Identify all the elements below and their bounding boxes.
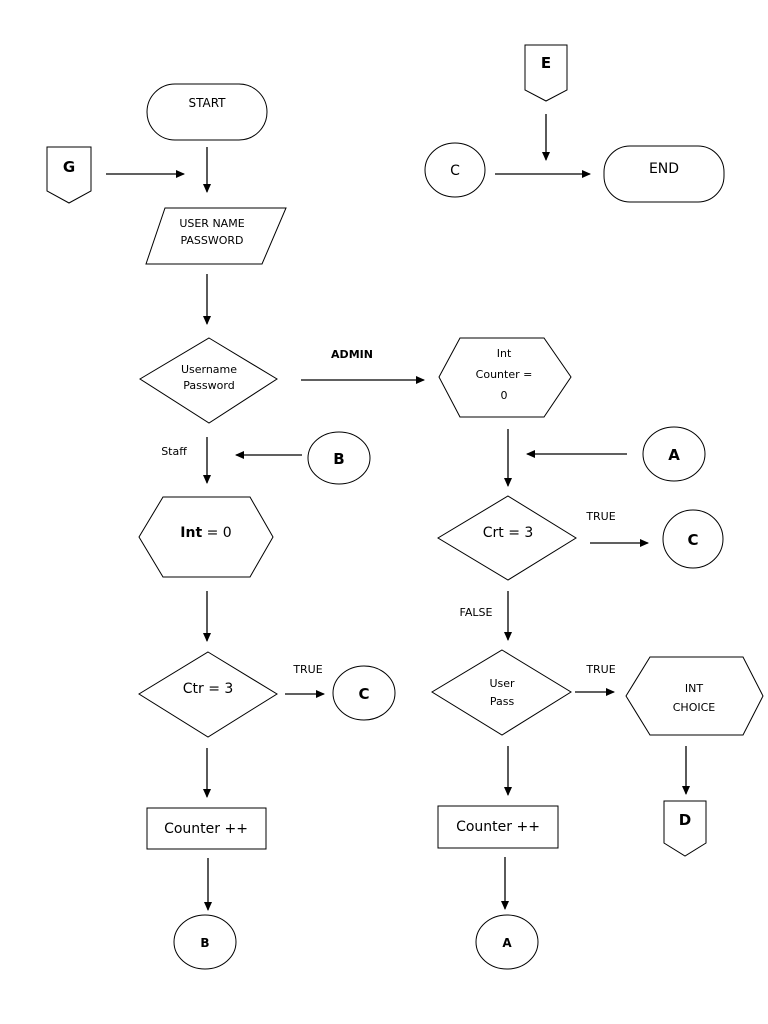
connector-g-label: G bbox=[63, 158, 75, 176]
decision-user-pass[interactable]: User Pass bbox=[431, 649, 572, 736]
decision-userpass-line-2: Pass bbox=[490, 695, 515, 708]
init-staff-label-rest: = 0 bbox=[202, 525, 232, 541]
connector-e-label: E bbox=[541, 54, 551, 72]
connector-c-end-label: C bbox=[450, 163, 460, 179]
process-counter-admin-label: Counter ++ bbox=[456, 819, 540, 835]
edge-label-true-userpass: TRUE bbox=[585, 663, 615, 676]
edge-label-false-crt: FALSE bbox=[460, 606, 493, 619]
offpage-connector-d[interactable]: D bbox=[663, 800, 707, 857]
connector-d-label: D bbox=[679, 811, 691, 829]
connector-c-admin[interactable]: C bbox=[662, 509, 724, 569]
decision-role-line-1: Username bbox=[181, 363, 237, 376]
connector-c-admin-label: C bbox=[687, 531, 698, 549]
admin-init-line-1: Int bbox=[497, 347, 512, 360]
connector-a-out[interactable]: A bbox=[475, 914, 539, 970]
input-line-2: PASSWORD bbox=[180, 234, 243, 247]
init-staff[interactable]: Int = 0 bbox=[138, 496, 274, 578]
edge-label-true-ctr: TRUE bbox=[292, 663, 322, 676]
input-credentials[interactable]: USER NAME PASSWORD bbox=[145, 207, 287, 265]
input-line-1: USER NAME bbox=[179, 217, 244, 230]
connector-b-in-label: B bbox=[333, 450, 344, 468]
process-counter-admin[interactable]: Counter ++ bbox=[437, 805, 559, 849]
init-staff-label-bold: Int bbox=[180, 525, 202, 541]
edge-label-admin: ADMIN bbox=[331, 348, 373, 361]
decision-crt[interactable]: Crt = 3 bbox=[437, 495, 577, 581]
decision-userpass-line-1: User bbox=[489, 677, 515, 690]
start-label: START bbox=[188, 96, 226, 110]
edge-label-staff: Staff bbox=[161, 445, 187, 458]
connector-b-in[interactable]: B bbox=[307, 431, 371, 485]
connector-a-out-label: A bbox=[502, 936, 512, 950]
decision-role-line-2: Password bbox=[183, 379, 234, 392]
connector-c-staff-label: C bbox=[358, 685, 369, 703]
int-choice-line-1: INT bbox=[685, 682, 703, 695]
end-label: END bbox=[649, 161, 679, 177]
offpage-connector-g[interactable]: G bbox=[46, 146, 92, 204]
connector-b-out-label: B bbox=[200, 936, 209, 950]
decision-ctr-label: Ctr = 3 bbox=[183, 681, 234, 697]
init-admin-counter[interactable]: Int Counter = 0 bbox=[438, 337, 572, 418]
process-counter-staff[interactable]: Counter ++ bbox=[146, 807, 267, 850]
decision-ctr[interactable]: Ctr = 3 bbox=[138, 651, 278, 738]
connector-a-in-label: A bbox=[668, 446, 680, 464]
int-choice[interactable]: INT CHOICE bbox=[625, 656, 764, 736]
edge-label-true-crt: TRUE bbox=[585, 510, 615, 523]
connector-c-end[interactable]: C bbox=[424, 142, 486, 198]
connector-c-staff[interactable]: C bbox=[332, 665, 396, 721]
admin-init-line-2: Counter = bbox=[476, 368, 533, 381]
connector-b-out[interactable]: B bbox=[173, 914, 237, 970]
process-counter-staff-label: Counter ++ bbox=[164, 821, 248, 837]
int-choice-line-2: CHOICE bbox=[673, 701, 716, 714]
offpage-connector-e[interactable]: E bbox=[524, 44, 568, 102]
start-terminator[interactable]: START bbox=[146, 83, 268, 141]
admin-init-line-3: 0 bbox=[501, 389, 508, 402]
decision-crt-label: Crt = 3 bbox=[483, 525, 534, 541]
decision-username-password[interactable]: Username Password bbox=[139, 337, 278, 424]
init-staff-label: Int = 0 bbox=[180, 525, 231, 541]
end-terminator[interactable]: END bbox=[603, 145, 725, 203]
connector-a-in[interactable]: A bbox=[642, 426, 706, 482]
